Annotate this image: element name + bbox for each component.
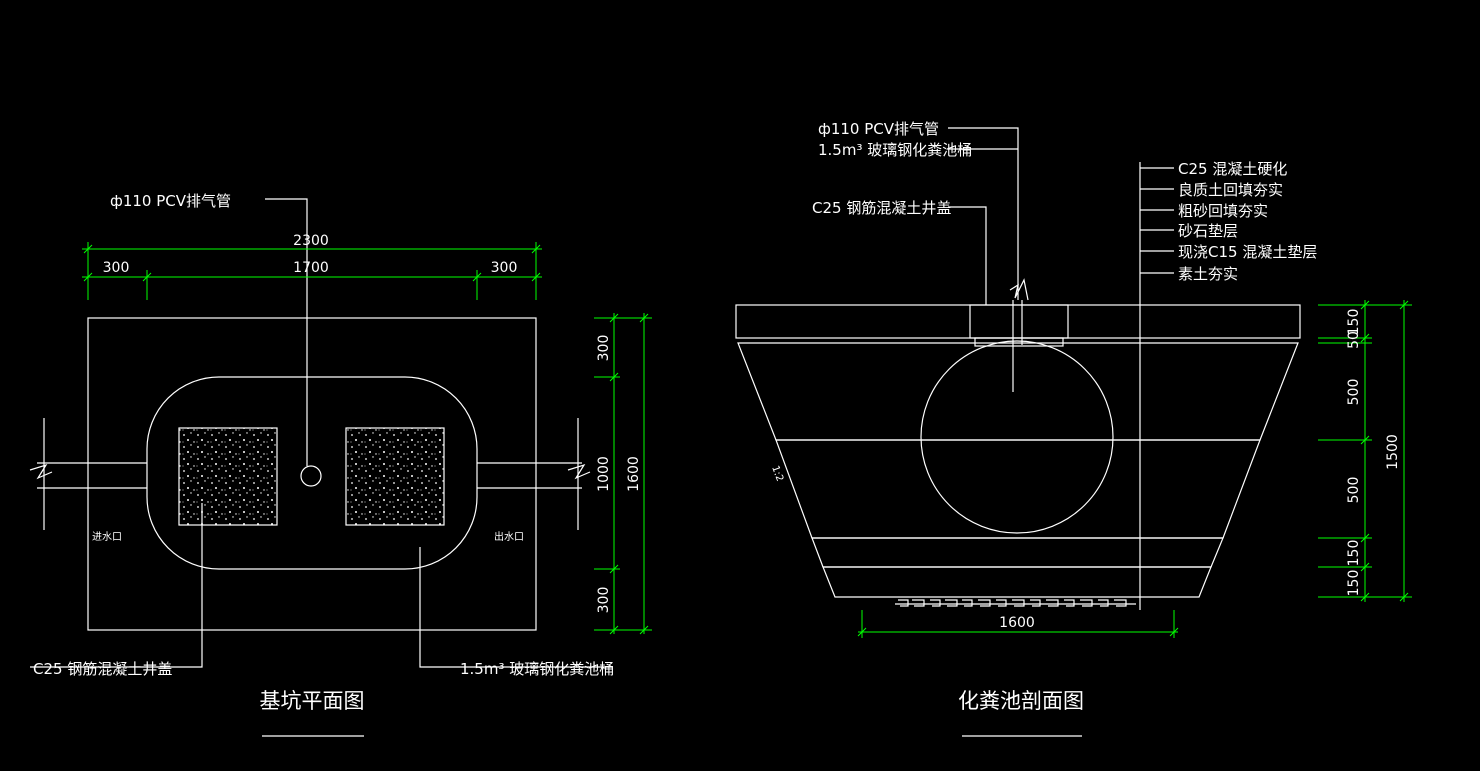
section-cover [969,304,1069,339]
dim-right: 300 [491,260,518,276]
cover-right-dots [346,428,444,525]
layer-label-4: 现浇C15 混凝土垫层 [1178,243,1317,261]
dim-section-500-a: 500 [1346,379,1362,406]
dim-middle: 1700 [293,260,329,276]
dim-section-150-b: 150 [1346,570,1362,597]
inlet-pipe [29,418,147,530]
tank-outline [146,376,478,570]
plan-title: 基坑平面图 [260,689,365,713]
section-dim-bottom [857,610,1179,638]
section-tank-label: 1.5m³ 玻璃钢化粪池桶 [818,141,972,159]
compacted-soil-base [895,599,1136,607]
vent-pipe-circle [300,465,322,487]
dim-side-total: 1600 [626,456,642,492]
layer-label-5: 素土夯实 [1178,265,1238,283]
dim-side-top: 300 [596,335,612,362]
plan-tank-label: 1.5m³ 玻璃钢化粪池桶 [460,660,614,678]
c15-layer [822,566,1212,598]
section-pipe-leader [948,127,1019,300]
plan-cover-leader [30,503,203,668]
plan-tank-leader [419,547,612,668]
cover-left-dots [179,428,277,525]
gravel-layer [811,537,1224,568]
layer-label-1: 良质土回填夯实 [1178,181,1283,199]
plan-pipe-label: ф110 PCV排气管 [110,192,231,210]
pit-outline [87,317,537,631]
plan-cover-label: C25 钢筋混凝土井盖 [33,660,172,678]
section-dims-side [1318,300,1412,602]
dim-left: 300 [103,260,130,276]
layer-label-2: 粗砂回填夯实 [1178,202,1268,220]
layer-label-3: 砂石垫层 [1178,222,1238,240]
dim-bottom-width: 1600 [999,615,1035,631]
outlet-label: 出水口 [494,530,524,543]
coarse-sand-layer [775,439,1261,539]
section-view: C25 混凝土硬化 良质土回填夯实 粗砂回填夯实 砂石垫层 现浇C15 混凝土垫… [735,120,1412,737]
dim-total-width: 2300 [293,233,329,249]
tank-circle [920,340,1114,534]
section-cover-label: C25 钢筋混凝土井盖 [812,199,951,217]
vent-break [1009,278,1029,301]
good-soil-layer [737,342,1299,441]
cover-neck [974,337,1064,347]
dim-section-150-a: 150 [1346,540,1362,567]
dim-side-mid: 1000 [596,456,612,492]
plan-dims-side [594,313,652,635]
plan-dims-top [82,242,542,300]
plan-view: 进水口 出水口 ф110 PCV排气管 C25 钢筋混凝土井盖 1.5m³ 玻璃… [29,192,652,737]
plan-pipe-leader [265,198,308,466]
inlet-label: 进水口 [92,531,122,543]
concrete-slab [735,304,1301,339]
dim-side-bottom: 300 [596,587,612,614]
dim-section-50: 50 [1346,331,1362,349]
dim-section-total: 1500 [1385,434,1401,470]
layer-label-0: C25 混凝土硬化 [1178,160,1287,178]
slope-label: 1:2 [769,464,785,483]
dim-section-150-top: 150 [1346,309,1362,336]
dim-section-500-b: 500 [1346,477,1362,504]
outlet-pipe [477,418,591,530]
section-cover-leader [948,206,987,305]
section-title: 化粪池剖面图 [958,689,1084,713]
section-pipe-label: ф110 PCV排气管 [818,120,939,138]
